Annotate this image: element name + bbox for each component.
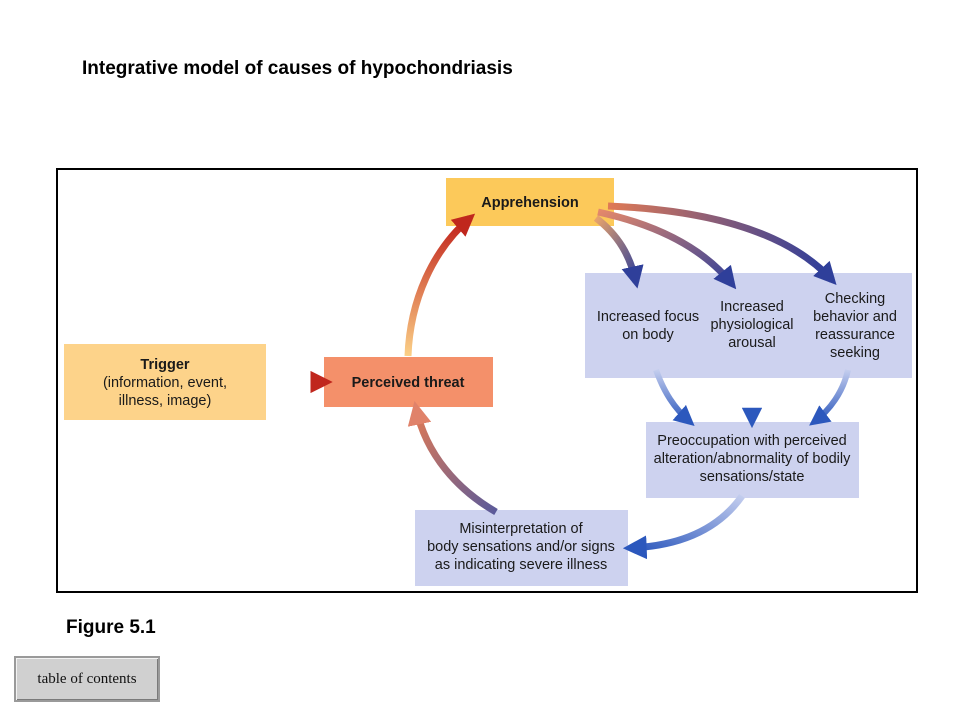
arrow-threat-to-apprehension [404, 213, 476, 357]
misinterpretation-line-2: body sensations and/or signs [427, 539, 615, 555]
preoccupation-line-2: alteration/abnormality of bodily [654, 451, 851, 467]
arousal-line-2: physiological [710, 317, 793, 333]
responses-box [585, 273, 912, 378]
perceived-threat-label: Perceived threat [352, 375, 465, 391]
arrow-apprehension-to-checking [607, 202, 837, 285]
checking-line-3: reassurance [815, 327, 895, 343]
arrow-misinterpretation-to-threat [407, 401, 498, 516]
trigger-line-1: (information, event, [103, 375, 227, 391]
checking-line-1: Checking [825, 291, 885, 307]
table-of-contents-label: table of contents [37, 670, 137, 687]
figure-label: Figure 5.1 [66, 617, 156, 638]
table-of-contents-button[interactable]: table of contents [14, 656, 160, 702]
misinterpretation-box [415, 510, 628, 586]
diagram: Apprehension Trigger (information, event… [64, 178, 912, 586]
trigger-title: Trigger [140, 357, 190, 373]
preoccupation-box [646, 422, 859, 498]
arrow-focus-to-preoccupation [653, 368, 695, 427]
arrow-checking-to-preoccupation [809, 369, 851, 426]
arousal-line-3: arousal [728, 335, 776, 351]
misinterpretation-line-3: as indicating severe illness [435, 557, 607, 573]
focus-line-2: on body [622, 327, 674, 343]
arrow-preoccupation-to-misinterpretation [622, 493, 745, 560]
trigger-box [64, 344, 266, 420]
apprehension-label: Apprehension [481, 195, 578, 211]
misinterpretation-line-1: Misinterpretation of [459, 521, 583, 537]
slide-title: Integrative model of causes of hypochond… [82, 58, 513, 79]
preoccupation-line-1: Preoccupation with perceived [657, 433, 846, 449]
trigger-line-2: illness, image) [119, 393, 212, 409]
focus-line-1: Increased focus [597, 309, 699, 325]
arousal-line-1: Increased [720, 299, 784, 315]
arrow-apprehension-to-arousal [597, 208, 737, 290]
arrow-apprehension-to-focus [593, 215, 644, 289]
checking-line-2: behavior and [813, 309, 897, 325]
checking-line-4: seeking [830, 345, 880, 361]
figure-frame: Apprehension Trigger (information, event… [56, 168, 918, 593]
preoccupation-line-3: sensations/state [700, 469, 805, 485]
perceived-threat-box [324, 357, 493, 407]
